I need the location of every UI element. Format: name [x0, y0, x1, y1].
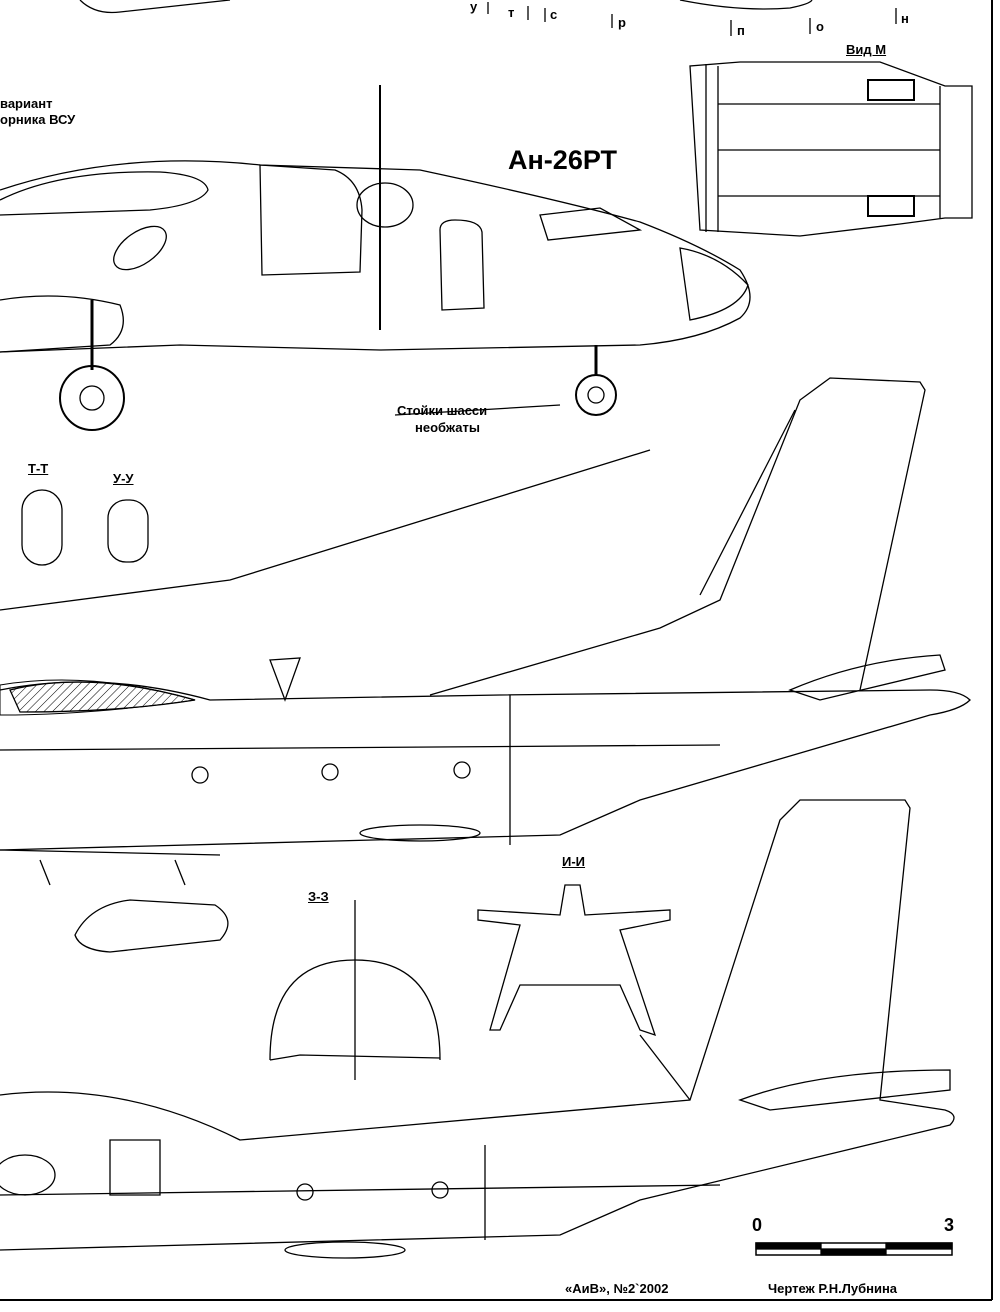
scale-start: 0 — [752, 1215, 763, 1235]
scale-end: 3 — [944, 1215, 955, 1235]
view-m-label: Вид М — [846, 42, 887, 57]
section-mark-t: т — [508, 5, 515, 20]
aircraft-title: Ан-26РТ — [508, 145, 617, 175]
section-mark-u: у — [470, 0, 478, 14]
top-shape-left — [79, 0, 231, 14]
hatched-fairing — [9, 681, 196, 713]
gear-note-line1: Стойки шасси — [397, 403, 488, 418]
section-ii-label: И-И — [562, 854, 586, 869]
section-mark-s: с — [550, 7, 558, 22]
section-ii-shape — [477, 884, 671, 1037]
section-mark-o: о — [816, 19, 824, 34]
section-ticks — [487, 2, 897, 36]
fuselage-side-view-upper — [0, 377, 971, 886]
section-uu-label: У-У — [113, 471, 134, 486]
top-shape-right — [679, 0, 813, 10]
section-tt-label: Т-Т — [28, 461, 49, 476]
section-zz-label: З-З — [308, 889, 329, 904]
scale-bar — [755, 1242, 953, 1256]
apu-variant-line1: вариант — [0, 96, 53, 111]
section-mark-r: р — [618, 15, 626, 30]
section-tt-shape — [21, 489, 63, 566]
section-uu-shape — [107, 499, 149, 563]
an26rt-forward-fuselage — [0, 85, 751, 431]
pod-view — [74, 899, 229, 953]
gear-note-line2: необжаты — [415, 420, 480, 435]
apu-variant-line2: орника ВСУ — [0, 112, 76, 127]
section-mark-n: н — [901, 11, 909, 26]
footer-author: Чертеж Р.Н.Лубнина — [768, 1281, 898, 1296]
section-zz-shape — [269, 900, 441, 1080]
view-m-nacelle — [689, 61, 973, 237]
section-mark-p: п — [737, 23, 745, 38]
fuselage-side-view-lower — [0, 799, 955, 1259]
footer-source: «АиВ», №2`2002 — [565, 1281, 669, 1296]
